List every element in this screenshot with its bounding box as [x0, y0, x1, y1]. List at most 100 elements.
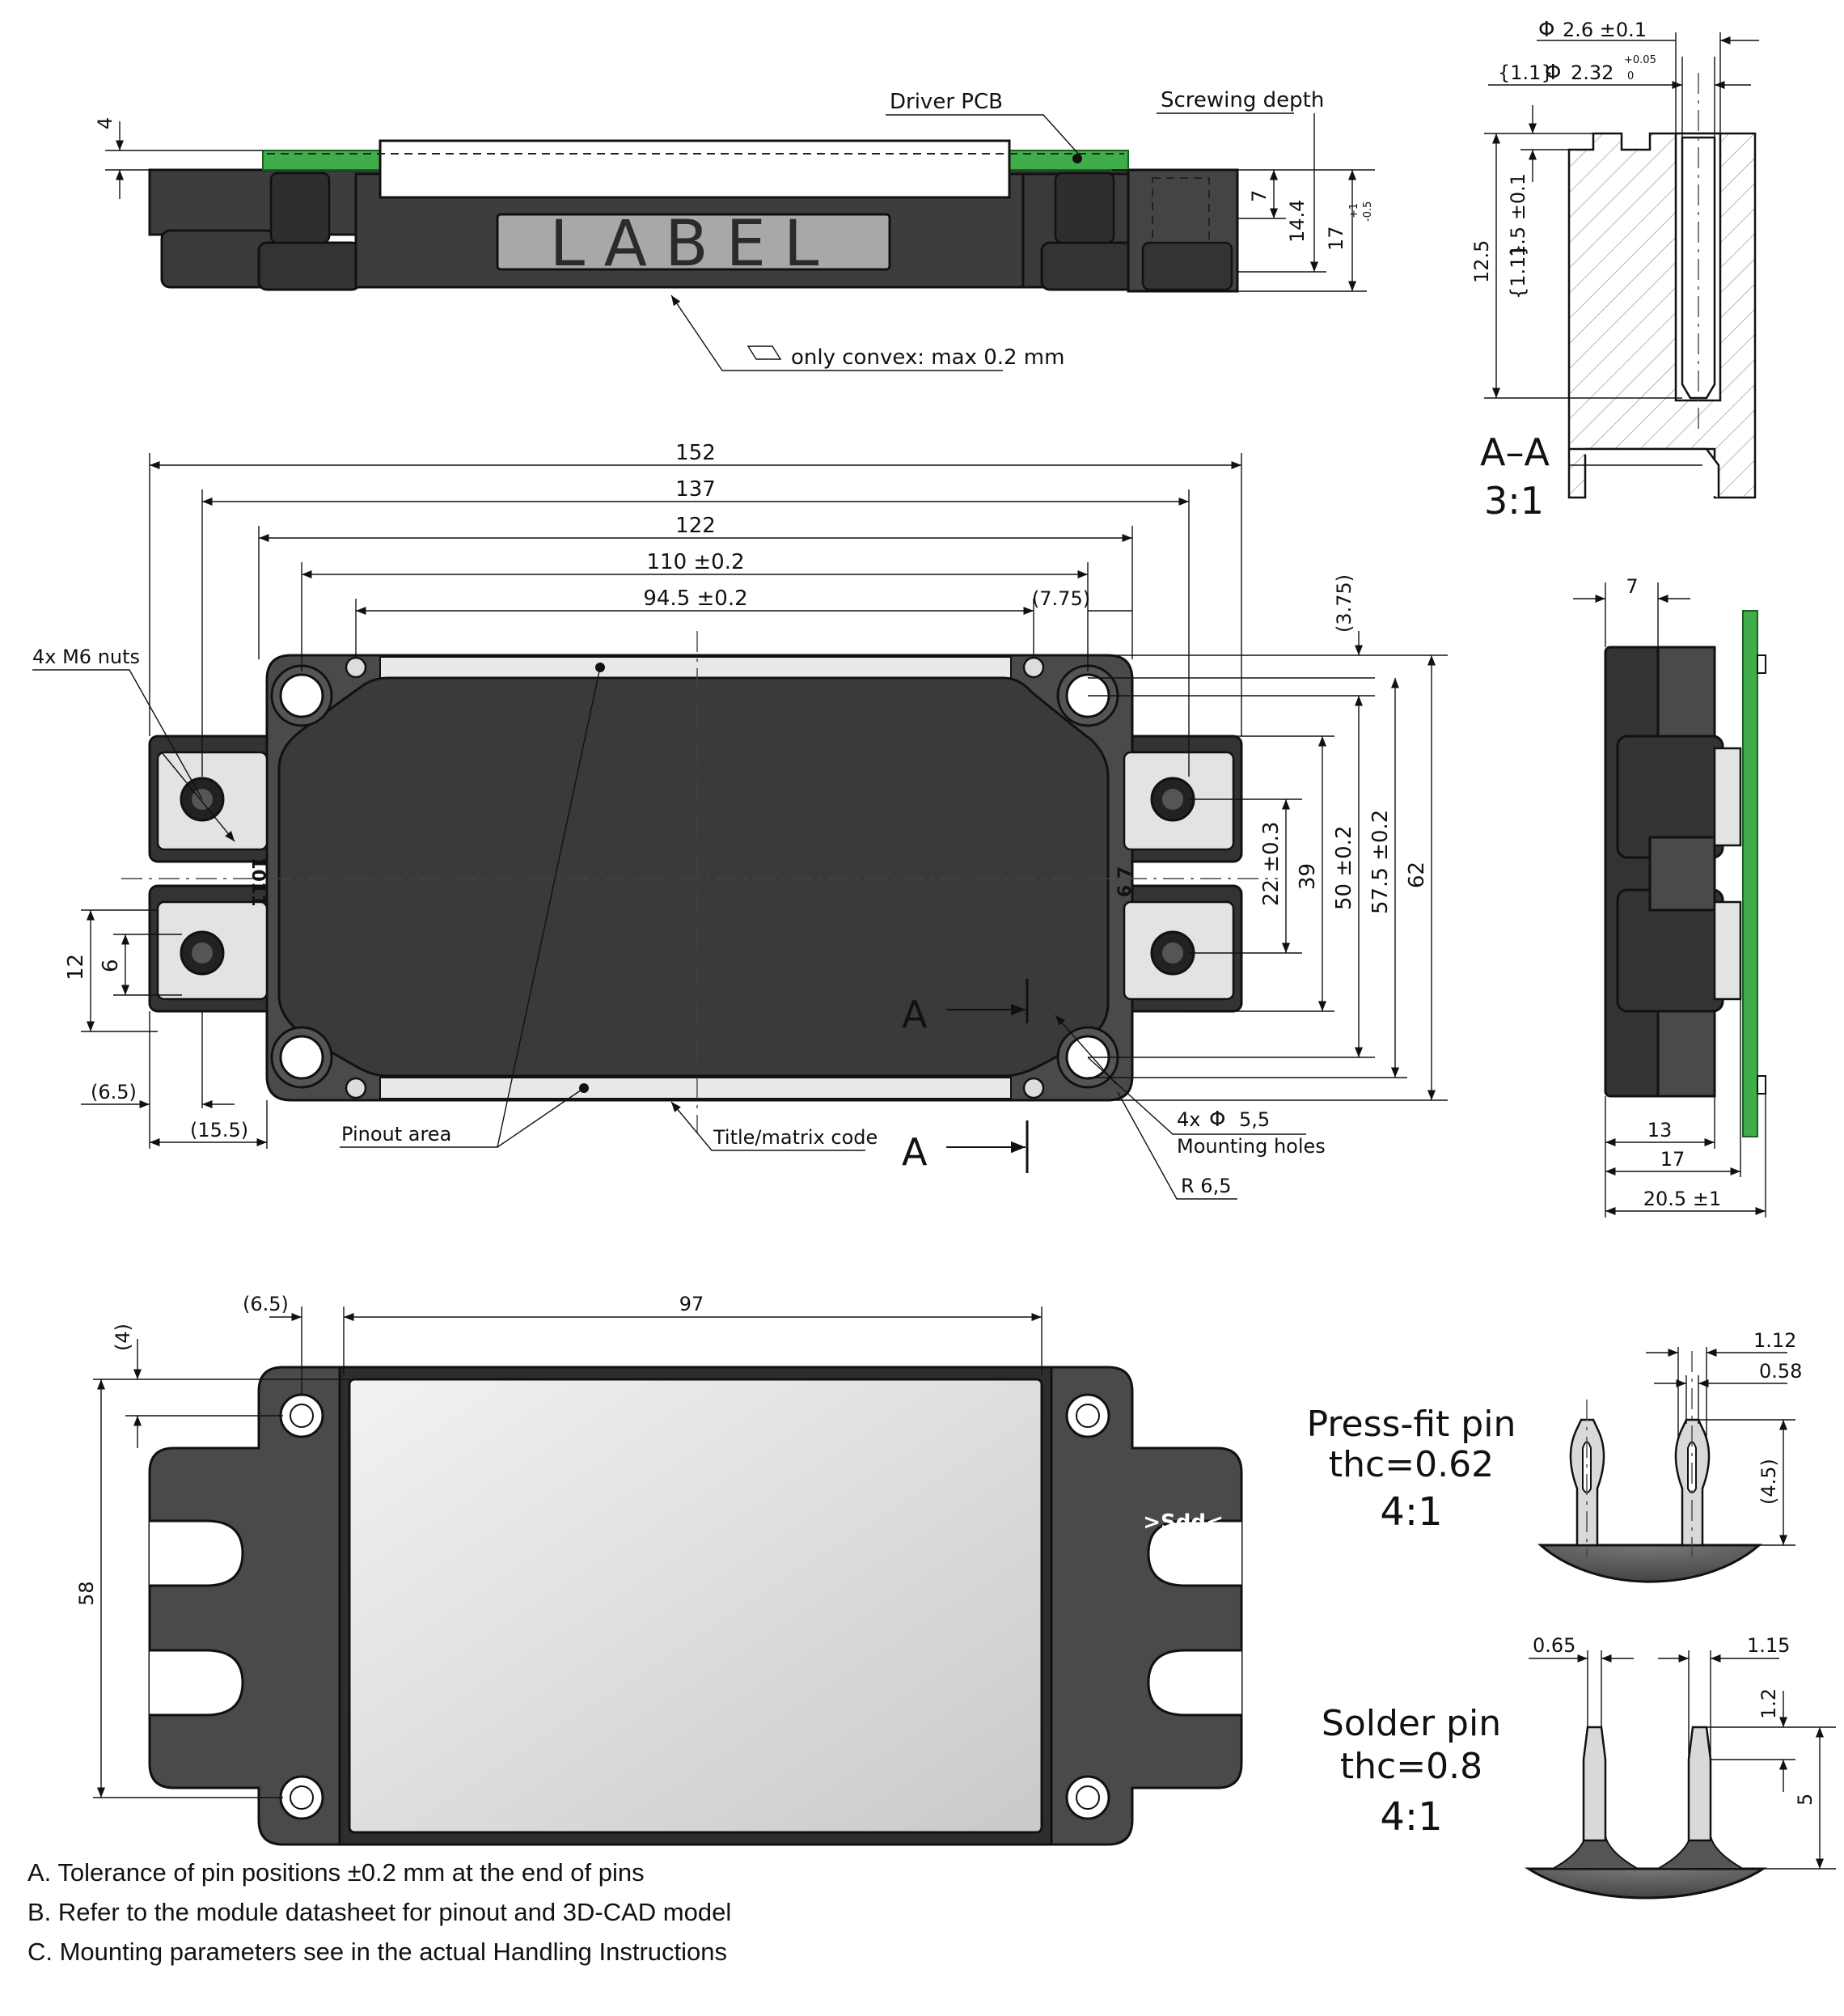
dim-aa-12-5: 12.5	[1470, 240, 1493, 283]
end-pin-bottom	[1757, 1075, 1766, 1095]
bottom-mount-hole-ring-ul	[290, 1404, 314, 1428]
bottom-mount-hole-ul	[279, 1393, 324, 1438]
callout-mounting-dia: 5,5	[1239, 1108, 1270, 1131]
section-marker-bottom: A	[902, 1130, 928, 1174]
section-marker-top: A	[902, 993, 928, 1036]
section-scale: 3:1	[1484, 479, 1544, 523]
dim-solder-1-2: 1.2	[1757, 1688, 1780, 1719]
top-pin-label-left: 1011	[247, 857, 268, 906]
press-fit-pin-detail: Press-fit pin thc=0.62 4:1 1.12 0.58 (4.…	[1307, 1329, 1802, 1583]
section-aa-view: Φ 2.6 ±0.1 {1.1} Φ 2.32 +0.05 0 12.5 {1.…	[1470, 18, 1759, 523]
section-lower-edge	[1569, 447, 1720, 498]
dim-aa-ref-1-1-b: {1.1}	[1507, 244, 1529, 299]
side-foot-right	[1040, 241, 1139, 291]
bottom-mount-hole-ur	[1065, 1393, 1110, 1438]
callout-screwing-depth: Screwing depth	[1161, 88, 1324, 112]
bottom-mount-hole-ll	[279, 1775, 324, 1820]
end-body-mid	[1648, 836, 1716, 912]
press-fit-thickness: thc=0.62	[1329, 1444, 1494, 1485]
note-c: C. Mounting parameters see in the actual…	[27, 1938, 728, 1966]
bottom-mount-hole-ring-lr	[1076, 1785, 1100, 1810]
top-m6-thread-ur	[1162, 789, 1183, 810]
dim-bottom-97: 97	[679, 1293, 704, 1315]
leader-pinout-2	[497, 1087, 585, 1148]
solder-pin-2	[1687, 1726, 1712, 1842]
bottom-slot-lr	[1147, 1649, 1241, 1717]
dim-39: 39	[1296, 863, 1320, 890]
solder-thickness: thc=0.8	[1340, 1746, 1482, 1787]
dim-side-17: 17	[1325, 226, 1347, 251]
dim-152: 152	[675, 441, 716, 465]
press-fit-title: Press-fit pin	[1307, 1404, 1516, 1445]
dim-aa-phi-2-32-symbol: Φ	[1545, 61, 1561, 85]
end-pin-top	[1757, 654, 1766, 674]
dim-side-4: 4	[94, 117, 116, 129]
dim-side-14-4: 14.4	[1286, 200, 1309, 243]
dim-solder-0-65: 0.65	[1533, 1634, 1575, 1657]
bottom-baseplate	[348, 1378, 1043, 1834]
top-potting-area	[277, 676, 1110, 1078]
dim-aa-phi-2-6-symbol: Φ	[1538, 18, 1554, 42]
leader-radius	[1117, 1091, 1237, 1200]
callout-driver-pcb: Driver PCB	[890, 90, 1003, 114]
side-label-plate	[496, 213, 891, 271]
note-b: B. Refer to the module datasheet for pin…	[27, 1898, 732, 1926]
side-foot-far-right	[1141, 241, 1233, 291]
dim-aa-2-32: 2.32	[1571, 61, 1614, 84]
end-body-boss-bottom	[1656, 1010, 1716, 1098]
note-a: A. Tolerance of pin positions ±0.2 mm at…	[27, 1858, 645, 1887]
bottom-mount-hole-lr	[1065, 1775, 1110, 1820]
leader-driver-pcb	[886, 114, 1081, 156]
dim-aa-2-6: 2.6 ±0.1	[1563, 19, 1647, 41]
bottom-slot-ul	[150, 1519, 244, 1587]
solder-scale: 4:1	[1380, 1794, 1442, 1840]
dim-50: 50 ±0.2	[1332, 826, 1356, 910]
top-view: 1011 6 7 152 137 122 110 ±0.2 94.5 ±0.2 …	[32, 441, 1448, 1200]
dim-15-5: (15.5)	[190, 1119, 248, 1141]
dim-aa-1-5: 1.5 ±0.1	[1507, 173, 1529, 257]
callout-radius: R 6,5	[1181, 1175, 1231, 1197]
dim-137: 137	[675, 477, 716, 502]
dim-aa-ref-1-1: {1.1}	[1498, 61, 1554, 84]
bottom-slot-ur	[1147, 1519, 1241, 1587]
flatness-note: only convex: max 0.2 mm	[791, 345, 1064, 370]
side-pcb-window	[379, 139, 1011, 199]
notes-list: A. Tolerance of pin positions ±0.2 mm at…	[27, 1853, 731, 1972]
dim-57-5: 57.5 ±0.2	[1368, 810, 1393, 914]
side-label-text: LABEL	[550, 208, 837, 281]
dim-end-17: 17	[1660, 1148, 1685, 1171]
dim-110: 110 ±0.2	[646, 550, 744, 574]
callout-mounting-holes: Mounting holes	[1177, 1135, 1326, 1158]
press-fit-scale: 4:1	[1380, 1489, 1442, 1535]
top-mount-hole-ul	[279, 673, 324, 718]
dim-press-1-12: 1.12	[1753, 1329, 1796, 1352]
top-m6-thread-ll	[192, 942, 213, 964]
end-terminal-plate-lower	[1713, 900, 1742, 1001]
top-pin-hole-lr	[1022, 1077, 1045, 1099]
dim-122: 122	[675, 514, 716, 538]
end-driver-pcb	[1742, 610, 1758, 1137]
dim-end-13: 13	[1647, 1119, 1673, 1141]
top-pin-hole-ul	[345, 656, 367, 679]
flatness-symbol	[746, 345, 782, 360]
solder-pin-1	[1582, 1726, 1607, 1842]
leader-m6-diag	[161, 752, 235, 842]
dim-side-17-tol-minus: -0.5	[1362, 201, 1374, 222]
top-pin-hole-ur	[1022, 656, 1045, 679]
solder-pin-detail: Solder pin thc=0.8 4:1 0.65 1.15 1.2 5	[1322, 1634, 1836, 1900]
dim-press-4-5: (4.5)	[1757, 1459, 1780, 1505]
section-name: A–A	[1480, 430, 1550, 474]
top-m6-thread-lr	[1162, 942, 1183, 964]
dim-bottom-4: (4)	[112, 1324, 134, 1351]
leader-m6-nuts	[32, 669, 203, 800]
leader-flatness	[670, 294, 1003, 371]
callout-m6-nuts: 4x M6 nuts	[32, 646, 140, 668]
dim-7-75: (7.75)	[1032, 587, 1090, 610]
dim-solder-5: 5	[1794, 1794, 1817, 1806]
section-hatch-body	[1567, 132, 1757, 499]
dim-3-75: (3.75)	[1333, 574, 1356, 633]
side-nut-right	[1054, 172, 1115, 244]
dim-side-17-tol-plus: +1	[1348, 203, 1360, 218]
top-pinout-strip-bottom	[379, 1077, 1012, 1099]
